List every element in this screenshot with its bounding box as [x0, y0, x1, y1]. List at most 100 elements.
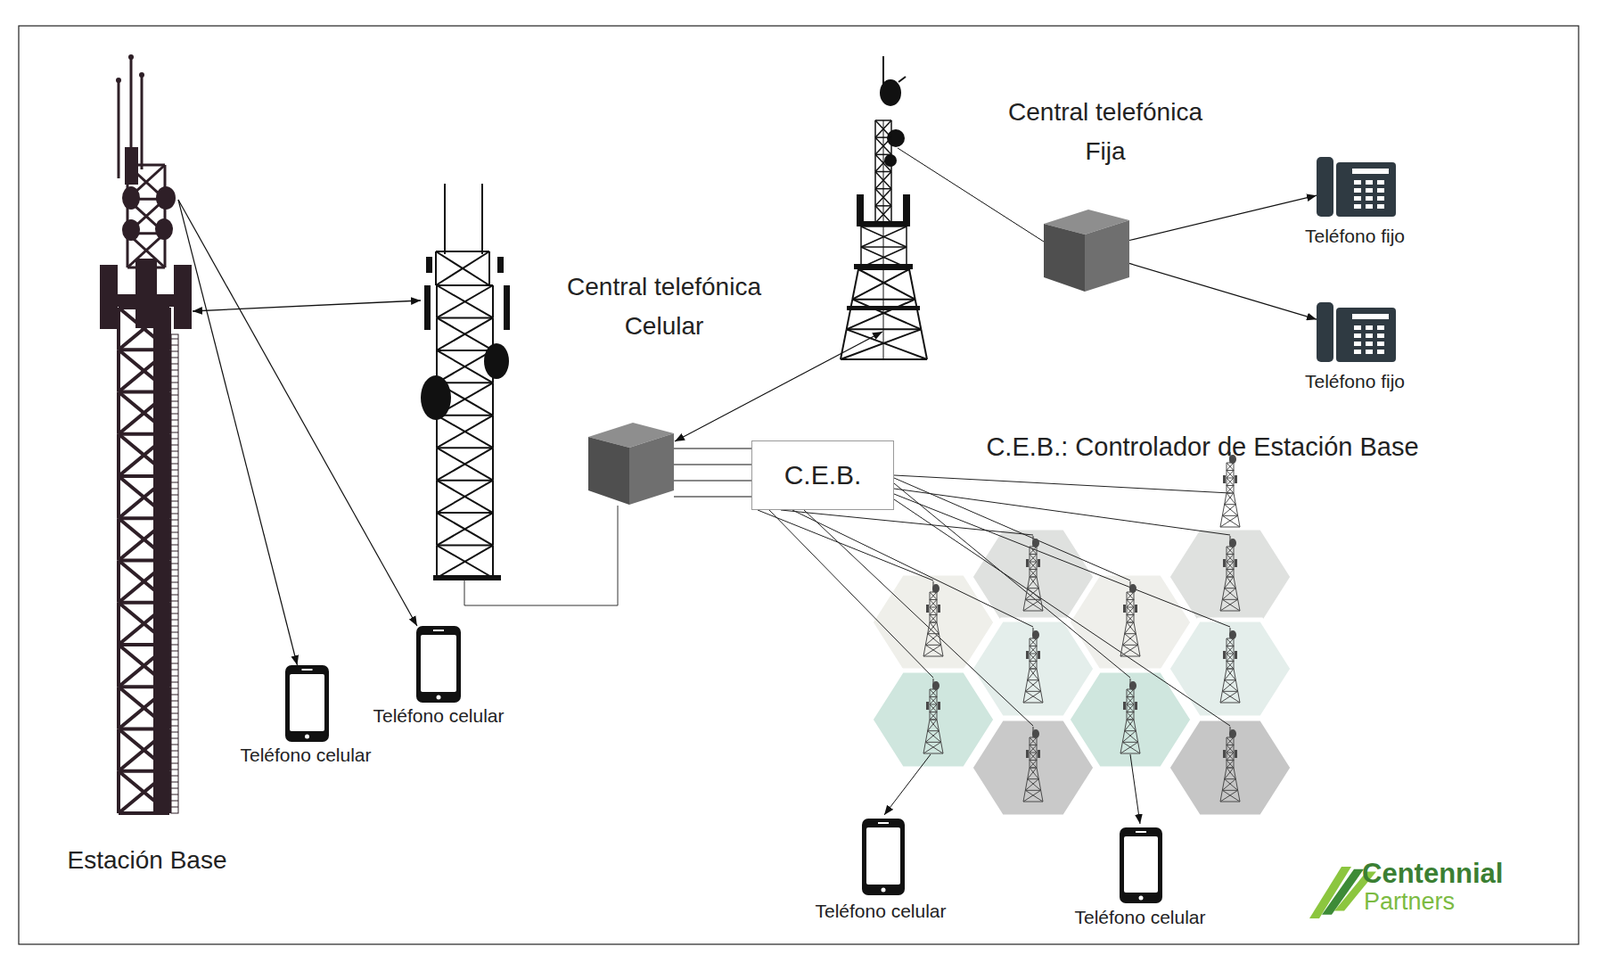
leg — [1226, 470, 1228, 479]
strut — [1027, 778, 1040, 780]
strut — [1222, 690, 1238, 692]
ladder-rung — [171, 407, 179, 409]
ladder — [171, 334, 179, 813]
leg — [1124, 622, 1127, 634]
strut — [436, 512, 493, 545]
leg — [1041, 690, 1043, 703]
panel — [937, 701, 941, 710]
strut — [1126, 712, 1134, 721]
node-label: Teléfono fijo — [1288, 369, 1422, 393]
desk-key — [1365, 188, 1373, 193]
desk-base — [1336, 307, 1396, 362]
desk-key — [1377, 180, 1385, 185]
logo-text: Centennial — [1362, 856, 1573, 890]
leg — [1126, 591, 1128, 600]
strut — [1226, 760, 1234, 769]
desk-key — [1353, 341, 1362, 346]
leg — [1036, 569, 1038, 578]
leg — [936, 712, 938, 721]
leg — [1029, 546, 1031, 555]
ladder-rung — [171, 401, 179, 403]
antenna-tip — [128, 54, 134, 60]
strut — [1126, 599, 1134, 608]
antenna — [140, 76, 144, 170]
node-shape — [416, 625, 461, 703]
strut — [1226, 553, 1234, 555]
leg — [941, 741, 944, 754]
ladder-rung — [171, 806, 179, 808]
ladder-rung — [171, 525, 179, 527]
lattice — [436, 285, 493, 578]
connector — [1129, 262, 1317, 320]
strut — [929, 622, 937, 624]
lattice — [1220, 767, 1240, 802]
node-label: Estación Base — [51, 845, 243, 876]
strut — [923, 753, 944, 755]
phone-speaker — [1135, 830, 1147, 833]
strut — [1025, 598, 1041, 600]
leg — [925, 633, 928, 646]
ladder-rung — [171, 426, 179, 427]
strut — [1025, 680, 1039, 692]
strut — [1027, 576, 1037, 589]
strut — [1029, 554, 1037, 563]
strut — [436, 350, 493, 383]
crossbar — [99, 294, 192, 307]
strut — [1124, 633, 1139, 646]
strut — [436, 479, 493, 482]
cell-phone: Teléfono celular — [1068, 827, 1212, 933]
leg — [1238, 789, 1240, 802]
strut — [1025, 789, 1041, 791]
strut — [1027, 779, 1042, 791]
dish — [886, 129, 905, 148]
leg — [923, 741, 926, 754]
leg — [874, 188, 877, 206]
strut — [1220, 610, 1240, 612]
leg — [1233, 576, 1236, 589]
ladder-rung — [171, 438, 179, 440]
strut — [1029, 744, 1037, 746]
strut — [929, 614, 937, 616]
leg — [1233, 752, 1235, 761]
leg — [1233, 561, 1235, 570]
leg — [1036, 546, 1038, 555]
strut — [929, 591, 937, 593]
strut — [1126, 607, 1134, 616]
strut — [1220, 690, 1239, 703]
strut — [927, 622, 937, 634]
ladder-rung — [171, 787, 179, 789]
leg — [1226, 661, 1228, 670]
platform — [858, 221, 911, 227]
leg — [1226, 737, 1228, 746]
phone-speaker — [877, 821, 889, 824]
strut — [923, 644, 942, 657]
node-shape — [1316, 300, 1396, 362]
strut — [1226, 752, 1234, 754]
leg — [1036, 661, 1038, 670]
leg — [923, 644, 926, 657]
strut — [436, 284, 493, 287]
ladder-rung — [171, 719, 179, 721]
strut — [1226, 546, 1234, 555]
ladder-rung — [171, 444, 179, 446]
leg — [1220, 690, 1223, 703]
strut — [1220, 526, 1240, 528]
leg — [1029, 752, 1031, 761]
strut — [1226, 470, 1234, 479]
strut — [1226, 462, 1234, 471]
dish — [122, 186, 140, 210]
strut — [1226, 653, 1234, 662]
desk-phone: Teléfono fijo — [1288, 155, 1422, 252]
strut — [1226, 760, 1234, 769]
ladder-rung — [171, 769, 179, 771]
strut — [1029, 668, 1039, 681]
strut — [1226, 576, 1234, 578]
strut — [1126, 689, 1134, 698]
strut — [925, 644, 944, 657]
phone-speaker — [302, 668, 313, 671]
strut — [435, 251, 490, 286]
strut — [1220, 789, 1239, 802]
strut — [923, 656, 944, 657]
panel — [426, 256, 433, 273]
